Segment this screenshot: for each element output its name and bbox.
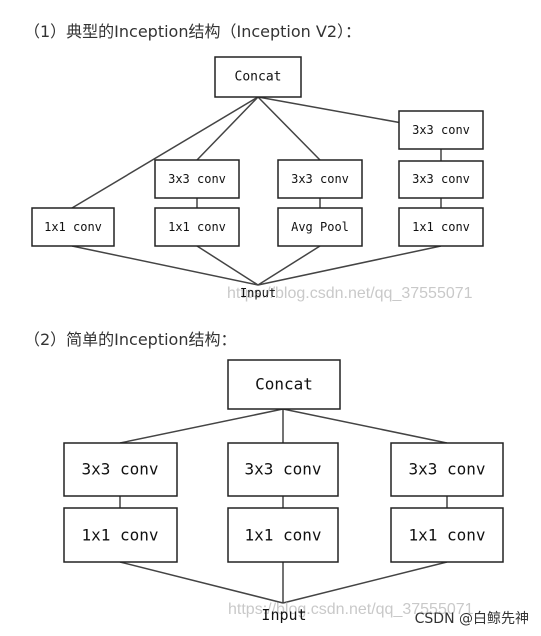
edge-s-b3-input — [282, 561, 448, 604]
caption-typical-inception: （1）典型的Inception结构（Inception V2）： — [24, 22, 362, 41]
node-b2-1x1-label: 1x1 conv — [168, 220, 226, 234]
node-b3-avgpool-label: Avg Pool — [291, 220, 349, 234]
edge-s-concat-b3 — [282, 408, 448, 444]
node-concat — [214, 56, 302, 98]
node-b2-3x3 — [154, 159, 240, 199]
edge-b1-input — [71, 245, 259, 286]
node-s-concat — [227, 359, 341, 410]
node-b1-1x1-label: 1x1 conv — [44, 220, 102, 234]
node-s-b1-1x1-label: 1x1 conv — [81, 526, 158, 545]
edge-b4-input — [257, 245, 442, 286]
node-b4-1x1-label: 1x1 conv — [412, 220, 470, 234]
diagram-inception-simple: Concat 3x3 conv 1x1 conv 3x3 conv 1x1 co… — [63, 359, 504, 624]
node-s-b1-1x1 — [63, 507, 178, 563]
edge-concat-branch2 — [196, 96, 259, 161]
diagram-inception-v2: Concat 1x1 conv 3x3 conv 1x1 conv 3x3 co… — [31, 56, 484, 302]
csdn-credit: CSDN @白鲸先神 — [414, 611, 529, 627]
node-b4-3x3-top — [398, 110, 484, 150]
watermark-1: https://blog.csdn.net/qq_37555071 — [227, 285, 473, 302]
node-concat-label: Concat — [235, 70, 282, 85]
node-s-input-label: Input — [261, 606, 306, 624]
node-s-concat-label: Concat — [255, 375, 313, 394]
edge-s-b1-input — [119, 561, 284, 604]
edge-s-concat-b1 — [119, 408, 284, 444]
node-b1-1x1 — [31, 207, 115, 247]
node-s-b3-1x1-label: 1x1 conv — [408, 526, 485, 545]
node-s-b3-3x3 — [390, 442, 504, 497]
node-b2-1x1 — [154, 207, 240, 247]
caption-simple-inception: （2）简单的Inception结构： — [24, 330, 237, 349]
node-s-b3-3x3-label: 3x3 conv — [408, 460, 485, 479]
node-s-b2-3x3-label: 3x3 conv — [244, 460, 321, 479]
edge-b3-input — [257, 245, 321, 286]
node-s-b1-3x3 — [63, 442, 178, 497]
watermark-2: https://blog.csdn.net/qq_37555071 — [228, 601, 474, 618]
node-s-b2-3x3 — [227, 442, 339, 497]
node-b3-3x3 — [277, 159, 363, 199]
edge-concat-branch3 — [257, 96, 321, 161]
node-b2-3x3-label: 3x3 conv — [168, 172, 226, 186]
node-b3-3x3-label: 3x3 conv — [291, 172, 349, 186]
node-s-b2-1x1-label: 1x1 conv — [244, 526, 321, 545]
node-b4-3x3-label: 3x3 conv — [412, 172, 470, 186]
node-b3-avgpool — [277, 207, 363, 247]
node-s-b3-1x1 — [390, 507, 504, 563]
edge-concat-branch1 — [71, 96, 259, 209]
edge-b2-input — [196, 245, 259, 286]
node-b4-1x1 — [398, 207, 484, 247]
node-s-b2-1x1 — [227, 507, 339, 563]
node-b4-3x3-top-label: 3x3 conv — [412, 123, 470, 137]
node-input-label: Input — [240, 286, 276, 300]
node-b4-3x3 — [398, 160, 484, 199]
node-s-b1-3x3-label: 3x3 conv — [81, 460, 158, 479]
